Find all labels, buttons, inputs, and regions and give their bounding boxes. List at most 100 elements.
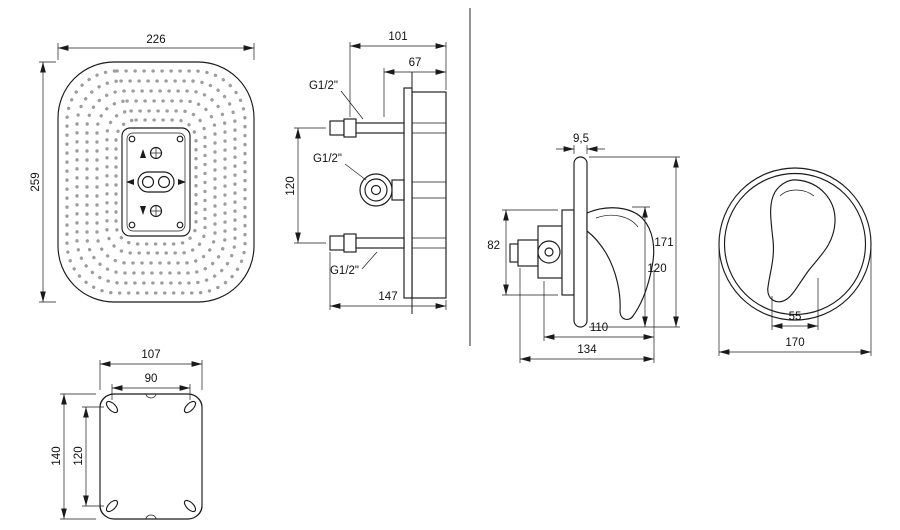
dim-showerhead-height: 259 bbox=[30, 61, 56, 303]
handle-detail-line bbox=[595, 214, 639, 228]
spray-dot-ring bbox=[75, 79, 237, 285]
roughin-box bbox=[411, 91, 447, 299]
bracket-corner-hole bbox=[128, 135, 136, 143]
leader-line bbox=[340, 90, 364, 120]
plate-bottom-notch bbox=[145, 514, 157, 520]
cartridge-circle bbox=[537, 240, 561, 264]
right-arrow-icon bbox=[178, 179, 186, 185]
spray-dot-ring bbox=[114, 118, 198, 246]
dim-plate-hole-spacing-x: 90 bbox=[111, 373, 191, 400]
dim-label: 55 bbox=[789, 311, 802, 323]
dim-label: 140 bbox=[51, 446, 63, 465]
dim-label: 120 bbox=[73, 446, 85, 465]
pipe-collar bbox=[343, 233, 357, 253]
cartridge-inner-circle bbox=[544, 247, 554, 257]
plate-slot-hole bbox=[105, 400, 119, 414]
dim-label: 134 bbox=[577, 344, 597, 356]
center-capsule bbox=[137, 171, 175, 193]
plate-slot-hole bbox=[183, 499, 197, 513]
dim-label: 170 bbox=[785, 337, 804, 349]
bottom-pipe bbox=[329, 233, 405, 253]
thread-label: G1/2" bbox=[309, 80, 338, 92]
valve-inner-circle bbox=[370, 184, 382, 196]
bottom-screw bbox=[149, 204, 163, 218]
inwall-unit-side-view: 101 67 120 147 G1/2" G1/2" G1/2" bbox=[285, 31, 447, 314]
pipe-collar bbox=[343, 118, 357, 138]
pipe-body bbox=[355, 122, 405, 134]
dim-label: 90 bbox=[145, 373, 158, 385]
bracket-corner-hole bbox=[176, 135, 184, 143]
dim-label: 171 bbox=[654, 237, 673, 249]
dim-inwall-depth-overall: 147 bbox=[329, 252, 447, 310]
escutcheon-side bbox=[573, 156, 588, 328]
capsule-hole bbox=[141, 175, 155, 189]
dim-showerhead-width: 226 bbox=[57, 34, 255, 60]
dim-plate-diameter: 170 bbox=[718, 248, 872, 356]
down-arrow-icon bbox=[140, 206, 146, 215]
dim-label: 120 bbox=[647, 263, 666, 275]
lever-handle-side bbox=[586, 207, 655, 320]
mixer-side-view: 9,5 82 171 120 110 134 bbox=[487, 133, 680, 363]
top-screw bbox=[149, 146, 163, 160]
wall-flange bbox=[561, 209, 575, 296]
dim-label: 82 bbox=[487, 240, 500, 252]
top-pipe bbox=[329, 118, 405, 138]
handle-detail-line bbox=[779, 189, 815, 197]
bracket-corner-hole bbox=[176, 221, 184, 229]
dim-label: 259 bbox=[30, 172, 42, 191]
dim-label: 101 bbox=[388, 31, 407, 43]
left-arrow-icon bbox=[126, 179, 134, 185]
leader-line bbox=[361, 251, 378, 270]
mixer-front-view: 55 170 bbox=[718, 167, 872, 356]
dim-total-depth: 134 bbox=[519, 268, 655, 363]
dim-plate-outer-width: 107 bbox=[99, 349, 203, 390]
showerhead-front-view: 226 259 bbox=[30, 34, 255, 303]
dim-label: 9,5 bbox=[573, 133, 589, 145]
spray-dot-rings bbox=[65, 69, 247, 295]
dim-inwall-depth-front: 67 bbox=[383, 57, 446, 117]
dim-label: 107 bbox=[141, 349, 160, 361]
valve-connector bbox=[391, 179, 405, 201]
bracket-outline bbox=[121, 127, 191, 237]
bracket-corner-hole bbox=[128, 221, 136, 229]
dim-label: 110 bbox=[590, 322, 608, 334]
thread-callout-top: G1/2" bbox=[309, 80, 364, 120]
up-arrow-icon bbox=[140, 149, 146, 158]
dim-plate-thickness: 9,5 bbox=[556, 133, 605, 154]
dim-body-height: 82 bbox=[487, 209, 558, 296]
plate-slot-hole bbox=[105, 499, 119, 513]
mounting-plate-edge bbox=[403, 87, 413, 299]
dim-plate-hole-spacing-y: 120 bbox=[73, 406, 104, 507]
dim-label: 226 bbox=[146, 34, 165, 46]
dim-handle-height: 120 bbox=[632, 206, 667, 327]
mounting-plate-view: 107 90 140 120 bbox=[51, 349, 203, 520]
valve-body bbox=[537, 225, 563, 279]
dim-label: 67 bbox=[409, 57, 422, 69]
thread-callout-bottom: G1/2" bbox=[330, 251, 378, 277]
dim-handle-width: 55 bbox=[771, 278, 819, 330]
plate-slot-hole bbox=[183, 400, 197, 414]
valve-stub bbox=[517, 239, 539, 267]
leader-line bbox=[344, 163, 367, 181]
dim-plate-height: 171 bbox=[589, 156, 680, 328]
plate-top-notch bbox=[145, 393, 157, 399]
spray-dot-ring bbox=[105, 109, 207, 255]
pipe-body bbox=[355, 237, 405, 249]
thread-callout-middle: G1/2" bbox=[313, 153, 367, 181]
valve-end-cap bbox=[509, 243, 519, 263]
pipe-fitting bbox=[329, 235, 345, 251]
middle-valve bbox=[359, 173, 405, 207]
center-mounting-bracket bbox=[121, 127, 191, 237]
spray-dot-ring bbox=[65, 69, 247, 295]
dim-inwall-pipe-spacing: 120 bbox=[285, 127, 326, 244]
valve-mid-circle bbox=[364, 178, 388, 202]
dim-label: 147 bbox=[378, 291, 397, 303]
thread-label: G1/2" bbox=[313, 153, 342, 165]
lever-handle-front bbox=[767, 179, 836, 303]
dim-plate-outer-height: 140 bbox=[51, 393, 96, 520]
dim-handle-reach: 110 bbox=[543, 270, 655, 341]
dim-label: 120 bbox=[285, 176, 297, 195]
plate-outline bbox=[99, 393, 203, 520]
